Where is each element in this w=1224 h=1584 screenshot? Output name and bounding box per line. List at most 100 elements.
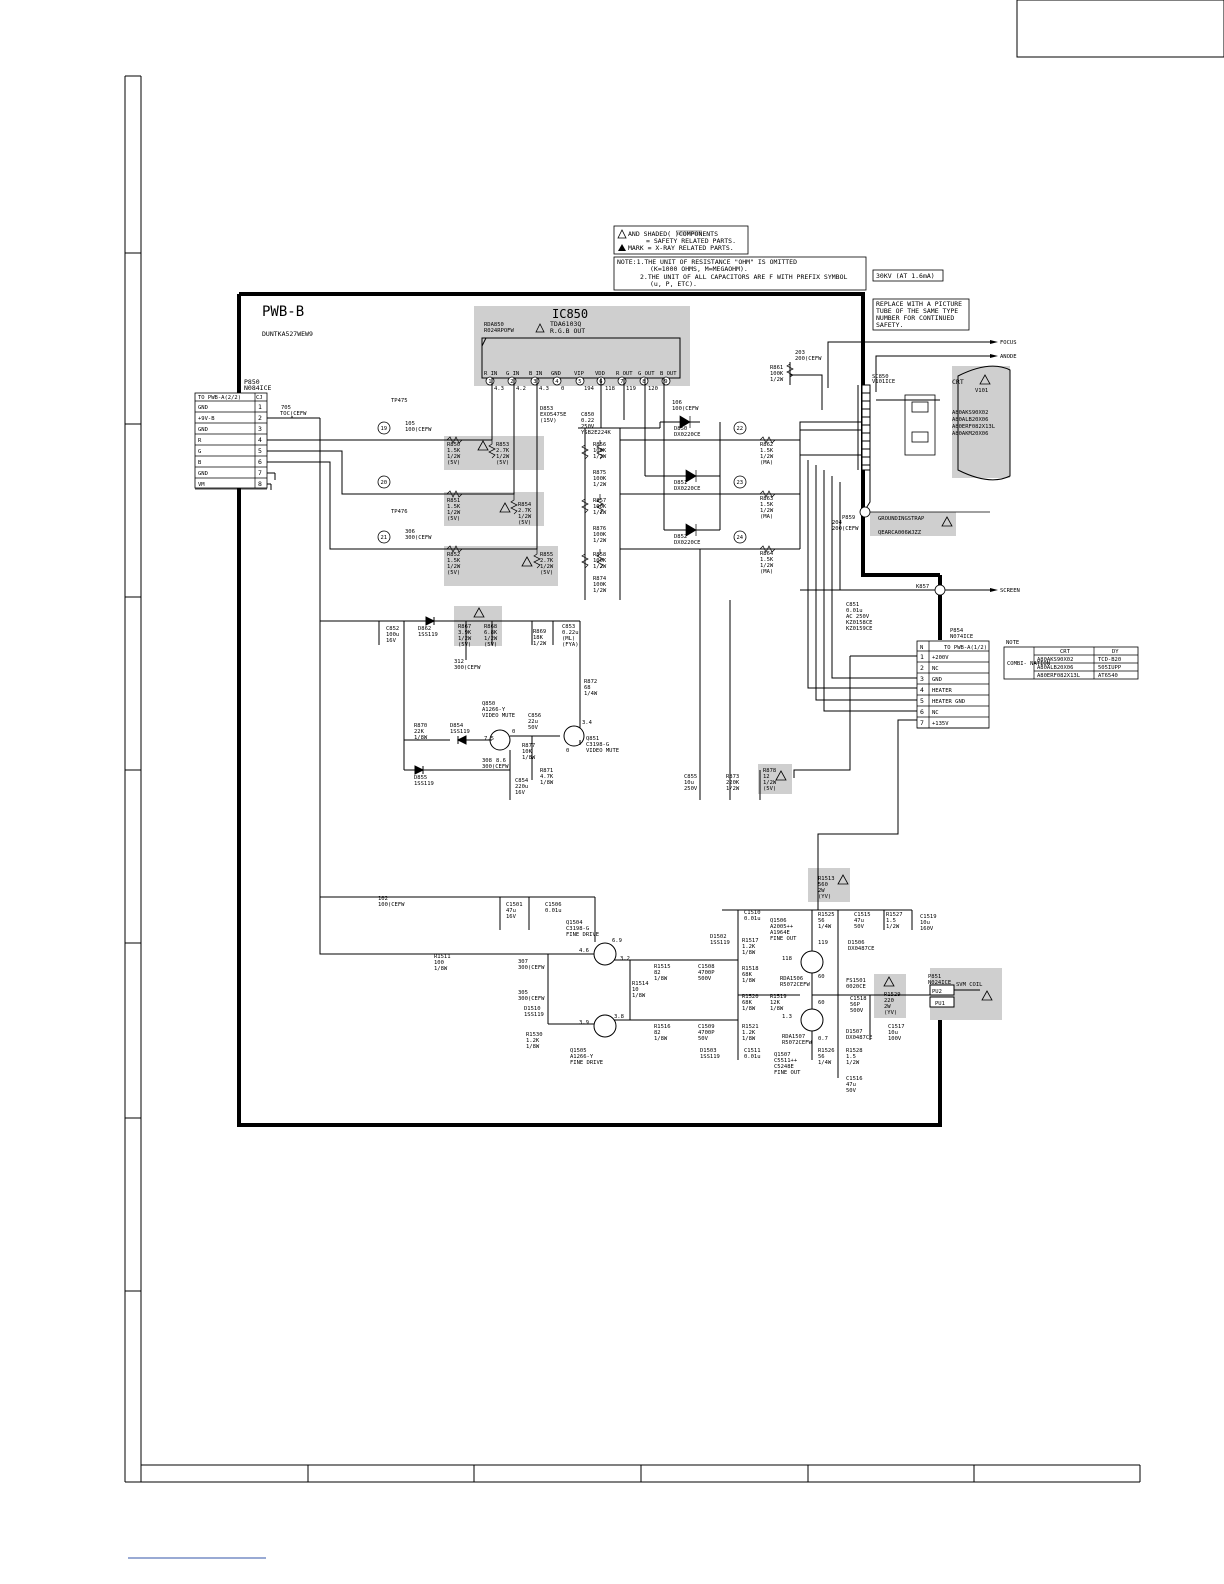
j705-ref: 705 <box>281 405 291 411</box>
note-1b: (K=1000 OHMS, M=MEGAOHM). <box>650 265 748 273</box>
d1503-1: 1SS119 <box>700 1054 720 1060</box>
c1515-1: 47u <box>854 918 864 924</box>
note-xray: MARK = X-RAY RELATED PARTS. <box>628 244 734 252</box>
p854-signal: GND <box>932 677 942 683</box>
c1517-1: 10u <box>888 1030 898 1036</box>
crt-type: A80ERF082X13L <box>952 424 996 430</box>
r875-0: R875 <box>593 470 606 476</box>
c1501-0: C1501 <box>506 902 523 908</box>
d855-1: 1SS119 <box>414 781 434 787</box>
j102-1: 100(CEFW <box>378 902 405 908</box>
r867-3: (5V) <box>458 642 471 648</box>
r864-2: 1/2W <box>760 563 774 569</box>
crt-ref: V101 <box>975 388 988 394</box>
q1507-volt: 1.3 <box>782 1014 792 1020</box>
d853-0: D853 <box>540 406 553 412</box>
q1506-volt: 119 <box>818 940 828 946</box>
j306: 306 <box>405 529 415 535</box>
note-replace-2: TUBE OF THE SAME TYPE <box>876 307 958 315</box>
d1510-1: 1SS119 <box>524 1012 544 1018</box>
combo-dy: TCD-B20 <box>1098 657 1121 663</box>
r878-3: (5V) <box>763 786 776 792</box>
r852-0: R852 <box>447 552 460 558</box>
d850-1: DX0220CE <box>674 432 701 438</box>
r862-2: 1/2W <box>760 454 774 460</box>
r852-2: 1/2W <box>447 564 461 570</box>
warning-icon <box>535 323 545 333</box>
r1520-1: 68K <box>742 1000 753 1006</box>
q1504-0: Q1504 <box>566 920 583 926</box>
socket-ref: SC850 <box>872 374 889 380</box>
p854-to: TO PWB-A(1/2) <box>944 645 987 651</box>
ic-pin-circle <box>552 376 562 386</box>
c854-0: C854 <box>515 778 529 784</box>
test-point-number: 21 <box>381 535 388 541</box>
test-point-bubble <box>377 421 391 435</box>
mute-section <box>320 549 761 800</box>
r863-0: R863 <box>760 496 773 502</box>
r874-0: R874 <box>593 576 607 582</box>
j312-1: 300(CEFW <box>454 665 481 671</box>
r878-0: R878 <box>763 768 776 774</box>
svm-label: SVM COIL <box>956 982 983 988</box>
p859-label: P859 <box>842 515 855 521</box>
p850-pin: 3 <box>258 425 262 433</box>
p850-pin: 7 <box>258 469 262 477</box>
anode-label: ANODE <box>1000 354 1017 360</box>
c855-2: 250V <box>684 786 698 792</box>
r850-1: 1.5K <box>447 448 461 454</box>
warning-icon <box>473 607 485 618</box>
q1505-0: Q1505 <box>570 1048 587 1054</box>
q851-volt: 3.4 <box>582 720 593 726</box>
ic-pin-label: G IN <box>506 371 519 377</box>
r867-1: 3.9K <box>458 630 472 636</box>
combo-left: COMBI- NATION <box>1007 661 1050 667</box>
d1502-0: D1502 <box>710 934 727 940</box>
r1513-1: 560 <box>818 882 828 888</box>
c1519-1: 10u <box>920 920 930 926</box>
r876-1: 100K <box>593 532 607 538</box>
r857-1: 100K <box>593 504 607 510</box>
r853-0: R853 <box>496 442 509 448</box>
q1504-volt: 4.6 <box>579 948 589 954</box>
r853-3: (5V) <box>496 460 509 466</box>
warning-icon <box>981 990 993 1001</box>
d852-0: D852 <box>674 534 687 540</box>
r873-1: 220K <box>726 780 740 786</box>
c1506-0: C1506 <box>545 902 562 908</box>
warning-icon <box>837 874 849 885</box>
combo-h1: CRT <box>1060 649 1071 655</box>
r1516-1: 82 <box>654 1030 661 1036</box>
r868-2: 1/2W <box>484 636 498 642</box>
note-2: 2.THE UNIT OF ALL CAPACITORS ARE F WITH … <box>640 273 847 281</box>
note-1: NOTE:1.THE UNIT OF RESISTANCE "OHM" IS O… <box>617 258 797 266</box>
r855-3: (5V) <box>540 570 553 576</box>
r869-1: 18K <box>533 635 544 641</box>
q1507-volt: 0.7 <box>818 1036 828 1042</box>
c1516-1: 47u <box>846 1082 856 1088</box>
notes-box: AND SHADED( )COMPONENTS = SAFETY RELATED… <box>613 225 970 331</box>
c850-1: 0.22 <box>581 418 594 424</box>
r1528-0: R1528 <box>846 1048 863 1054</box>
p850-pin: 1 <box>258 403 262 411</box>
r876-2: 1/2W <box>593 538 607 544</box>
rda1506-0: RDA1506 <box>780 976 803 982</box>
r1520-2: 1/8W <box>742 1006 756 1012</box>
d1507-1: DX0487CE <box>846 1035 873 1041</box>
p850-pin: 6 <box>258 458 262 466</box>
q1507-2: C5248E <box>774 1064 794 1070</box>
note-shaded: AND SHADED( )COMPONENTS <box>628 230 718 238</box>
q1505-volt: 3.9 <box>579 1020 589 1026</box>
r1516-2: 1/8W <box>654 1036 668 1042</box>
r1530-2: 1/8W <box>526 1044 540 1050</box>
p850-pin: 4 <box>258 436 262 444</box>
c1515-2: 50V <box>854 924 865 930</box>
r870-0: R870 <box>414 723 427 729</box>
p850-signal: GND <box>198 471 208 477</box>
q1505-volt: 3.8 <box>614 1014 624 1020</box>
p850-signal: GND <box>198 427 208 433</box>
r877-2: 1/8W <box>522 755 536 761</box>
c1518-2: 500V <box>850 1008 864 1014</box>
ground-label: GROUNDINGSTRAP <box>878 516 925 522</box>
r869-0: R869 <box>533 629 546 635</box>
